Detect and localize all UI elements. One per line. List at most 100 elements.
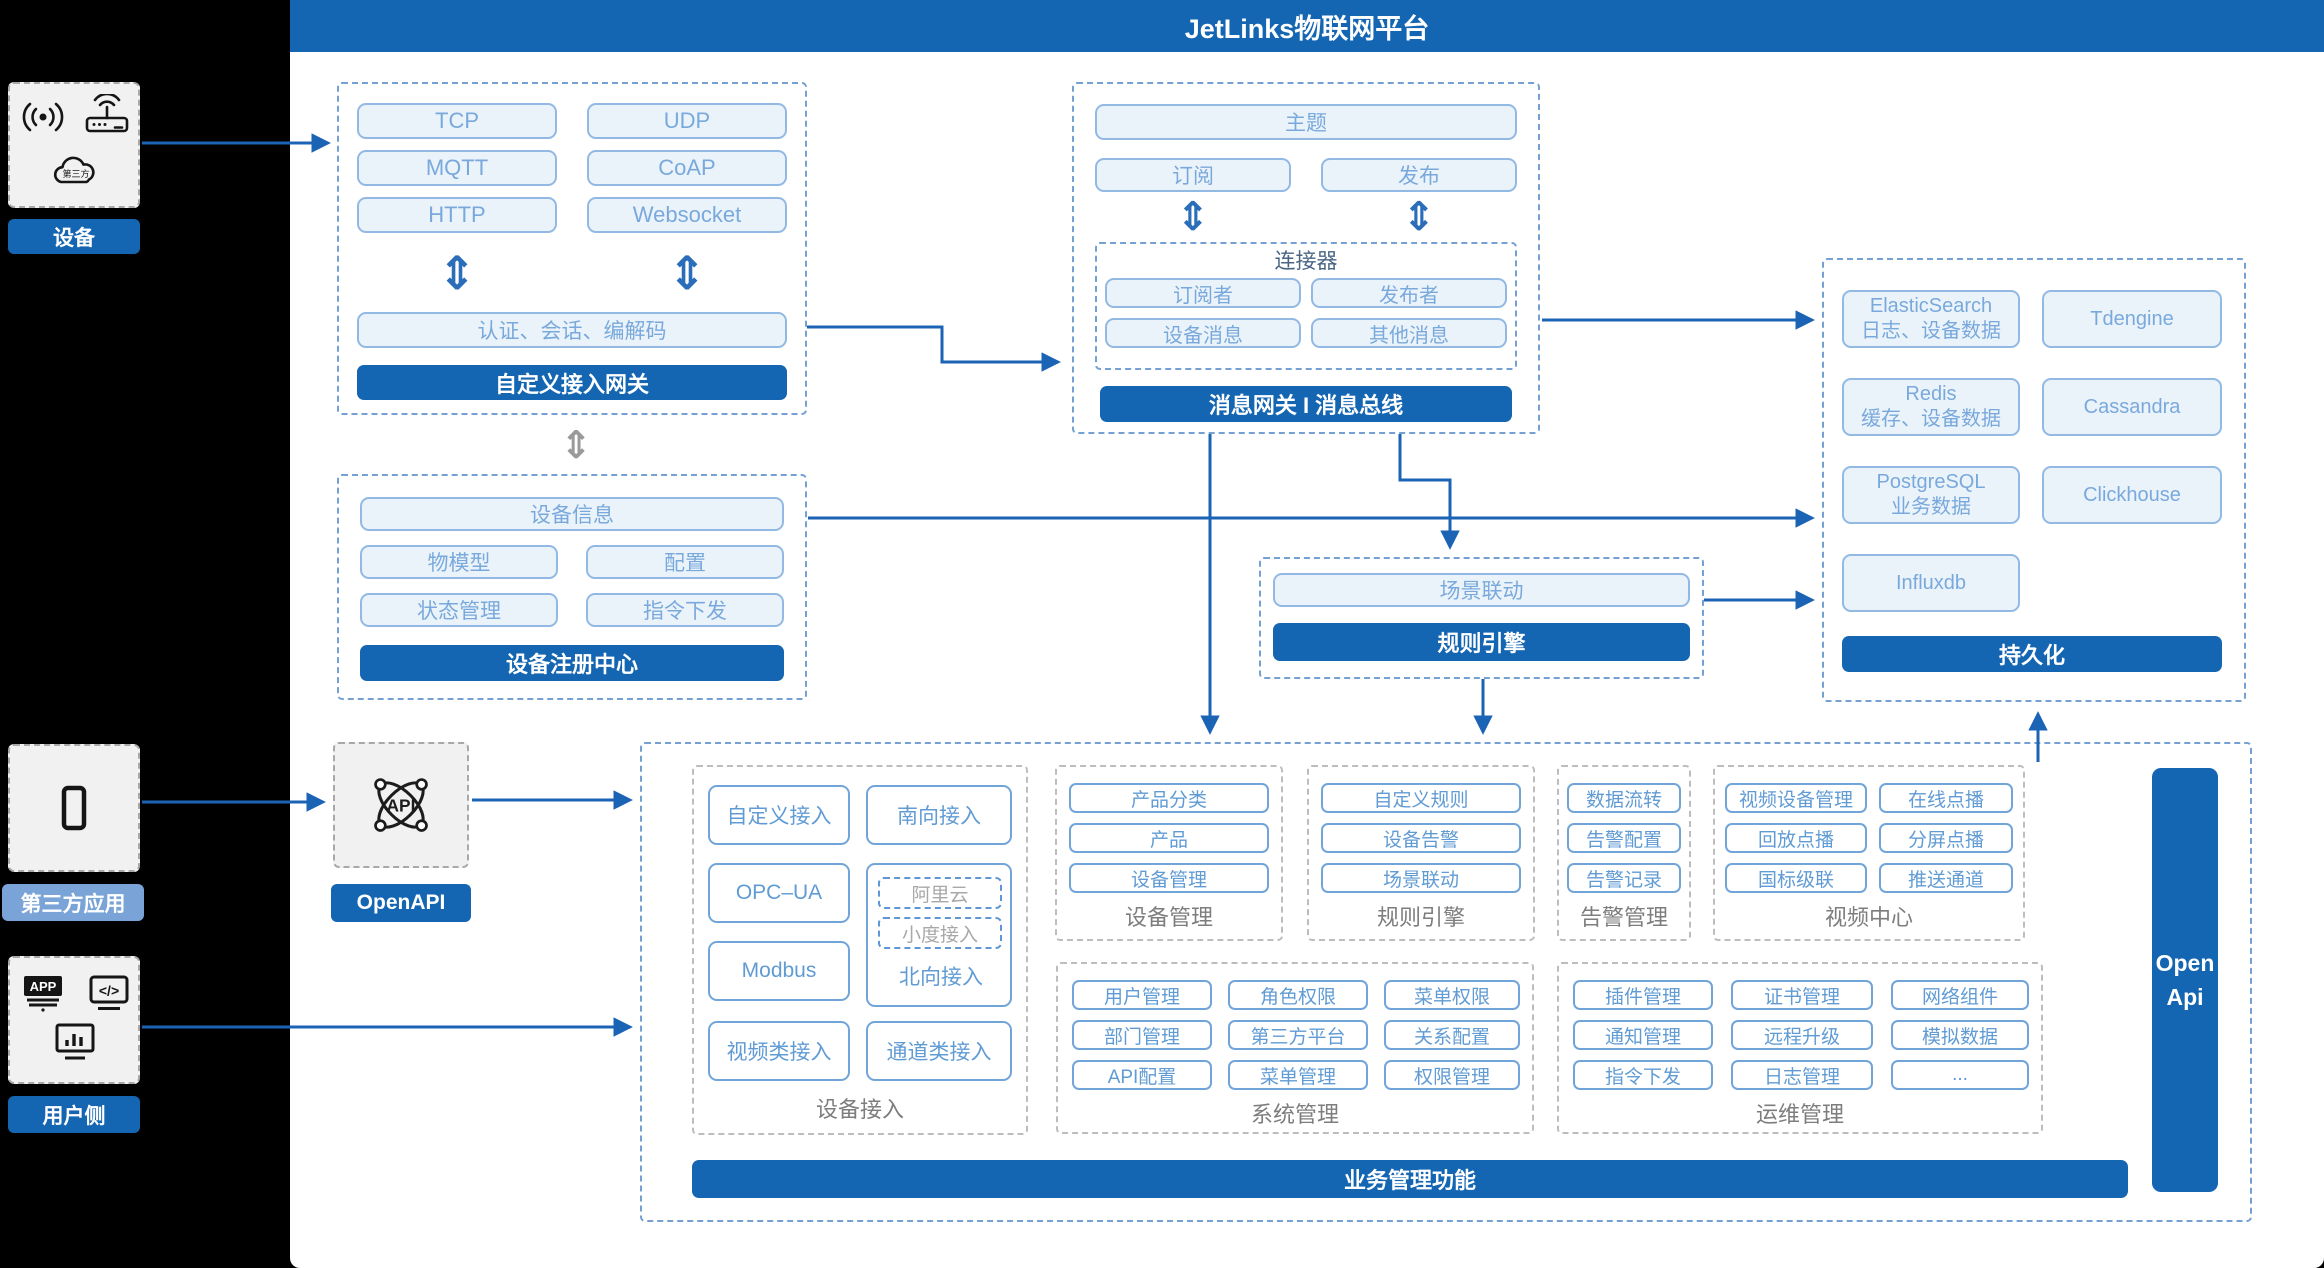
- tdengine-cell: Tdengine: [2042, 290, 2222, 348]
- clickhouse-cell: Clickhouse: [2042, 466, 2222, 524]
- video-section: [1713, 765, 2025, 941]
- api-config-pill: API配置: [1072, 1060, 1212, 1090]
- publish-pill: 发布: [1321, 158, 1517, 192]
- config-pill: 配置: [586, 545, 784, 579]
- device-access-section: [692, 765, 1028, 1135]
- topic-pill: 主题: [1095, 104, 1517, 140]
- ops-caption: 运维管理: [1755, 1102, 1844, 1127]
- influxdb-cell: Influxdb: [1842, 554, 2020, 612]
- code-icon: </>: [89, 975, 129, 1010]
- alarm-section: [1557, 765, 1691, 941]
- double-arrow-icon: ⇕: [1176, 195, 1210, 239]
- custom-access-pill: 自定义接入: [708, 785, 850, 845]
- device-message-pill: 设备消息: [1105, 318, 1301, 348]
- rule-engine-bar: 规则引擎: [1273, 623, 1690, 661]
- ops-section: [1557, 962, 2043, 1134]
- double-arrow-icon: ⇕: [667, 247, 707, 299]
- gateway-box: [337, 82, 807, 415]
- device-alarm-pill: 设备告警: [1321, 823, 1521, 853]
- data-flow-pill: 数据流转: [1567, 783, 1681, 813]
- notify-mgmt-pill: 通知管理: [1573, 1020, 1713, 1050]
- open-api-vertical-bar: Open Api: [2152, 768, 2218, 1192]
- rule-engine-box: [1259, 557, 1704, 679]
- protocol-tcp: TCP: [357, 103, 557, 139]
- third-party-app-label: 第三方应用: [2, 884, 144, 921]
- openapi-tile: API: [333, 742, 469, 868]
- split-screen-pill: 分屏点播: [1879, 823, 2013, 853]
- scene-linkage-pill: 场景联动: [1273, 573, 1690, 607]
- business-box: [640, 742, 2252, 1222]
- gb-cascade-pill: 国标级联: [1725, 863, 1867, 893]
- state-mgmt-pill: 状态管理: [360, 593, 558, 627]
- remote-upgrade-pill: 远程升级: [1731, 1020, 1873, 1050]
- third-party-cloud-icon: 第三方: [53, 156, 95, 184]
- northbound-group: 阿里云 小度接入 北向接入: [866, 863, 1012, 1007]
- business-functions-bar: 业务管理功能: [692, 1160, 2128, 1198]
- menu-mgmt-pill: 菜单管理: [1228, 1060, 1368, 1090]
- device-sources-tile: 第三方: [8, 82, 140, 208]
- opcua-pill: OPC–UA: [708, 863, 850, 923]
- device-side-label: 设备: [8, 219, 140, 254]
- user-side-label: 用户侧: [8, 1096, 140, 1133]
- openapi-label: OpenAPI: [331, 884, 471, 922]
- double-arrow-icon: ⇕: [437, 247, 477, 299]
- router-icon: [85, 94, 129, 133]
- system-section: [1056, 962, 1534, 1134]
- connector-title: 连接器: [1274, 250, 1338, 273]
- system-caption: 系统管理: [1250, 1102, 1339, 1127]
- custom-rule-pill: 自定义规则: [1321, 783, 1521, 813]
- network-comp-pill: 网络组件: [1891, 980, 2029, 1010]
- scene-pill: 场景联动: [1321, 863, 1521, 893]
- svg-text:API: API: [387, 796, 416, 816]
- protocol-coap: CoAP: [587, 150, 787, 186]
- device-info-pill: 设备信息: [360, 497, 784, 531]
- signal-icon: [22, 102, 64, 132]
- page-title: JetLinks物联网平台: [1184, 13, 1430, 44]
- user-mgmt-pill: 用户管理: [1072, 980, 1212, 1010]
- registry-bar: 设备注册中心: [360, 645, 784, 681]
- plugin-mgmt-pill: 插件管理: [1573, 980, 1713, 1010]
- dept-mgmt-pill: 部门管理: [1072, 1020, 1212, 1050]
- device-mgmt-pill: 设备管理: [1069, 863, 1269, 893]
- video-device-pill: 视频设备管理: [1725, 783, 1867, 813]
- app-icon: APP: [24, 976, 62, 1012]
- protocol-http: HTTP: [357, 197, 557, 233]
- rule-section: [1307, 765, 1535, 941]
- other-message-pill: 其他消息: [1311, 318, 1507, 348]
- command-issue-pill: 指令下发: [1573, 1060, 1713, 1090]
- connector-box: [1095, 242, 1517, 370]
- video-caption: 视频中心: [1824, 905, 1913, 930]
- online-play-pill: 在线点播: [1879, 783, 2013, 813]
- registry-box: [337, 474, 807, 700]
- rule-section-caption: 规则引擎: [1376, 905, 1465, 930]
- svg-text:APP: APP: [30, 979, 57, 994]
- role-perm-pill: 角色权限: [1228, 980, 1368, 1010]
- command-pill: 指令下发: [586, 593, 784, 627]
- product-category-pill: 产品分类: [1069, 783, 1269, 813]
- modbus-pill: Modbus: [708, 941, 850, 1001]
- device-mgmt-caption: 设备管理: [1124, 905, 1213, 930]
- aliyun-pill: 阿里云: [878, 877, 1002, 909]
- thing-model-pill: 物模型: [360, 545, 558, 579]
- log-mgmt-pill: 日志管理: [1731, 1060, 1873, 1090]
- video-access-pill: 视频类接入: [708, 1021, 850, 1081]
- user-side-tile: APP </>: [8, 956, 140, 1084]
- alarm-record-pill: 告警记录: [1567, 863, 1681, 893]
- playback-pill: 回放点播: [1725, 823, 1867, 853]
- channel-access-pill: 通道类接入: [866, 1021, 1012, 1081]
- protocol-mqtt: MQTT: [357, 150, 557, 186]
- protocol-udp: UDP: [587, 103, 787, 139]
- xiaodu-pill: 小度接入: [878, 917, 1002, 949]
- alarm-config-pill: 告警配置: [1567, 823, 1681, 853]
- gateway-bar: 自定义接入网关: [357, 365, 787, 400]
- device-access-caption: 设备接入: [815, 1097, 904, 1122]
- more-pill: ...: [1891, 1060, 2029, 1090]
- perm-mgmt-pill: 权限管理: [1384, 1060, 1520, 1090]
- product-pill: 产品: [1069, 823, 1269, 853]
- third-platform-pill: 第三方平台: [1228, 1020, 1368, 1050]
- publisher-pill: 发布者: [1311, 278, 1507, 308]
